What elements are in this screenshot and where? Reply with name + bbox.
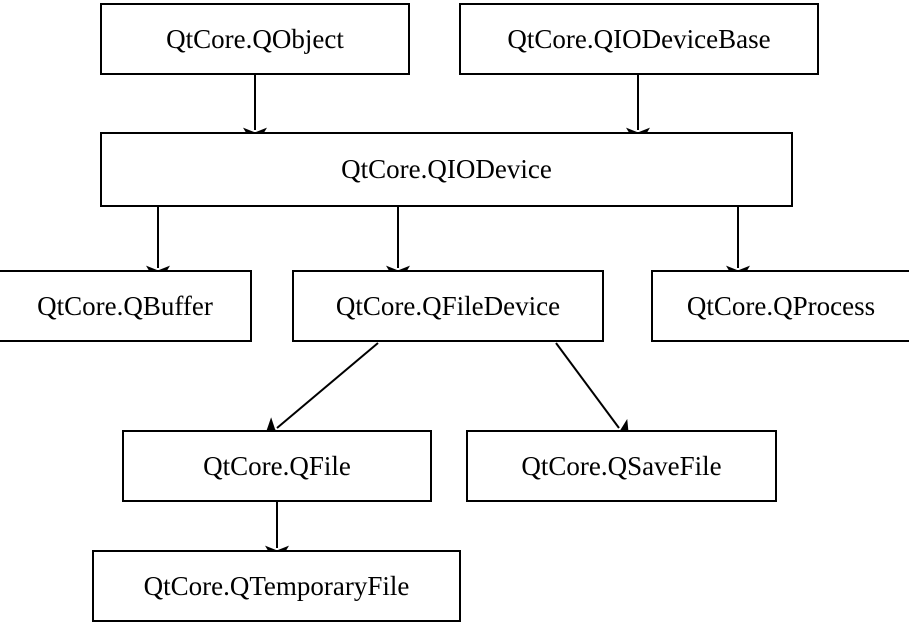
edge-qfiledevice-qfile — [263, 342, 379, 440]
node-label-qiodevicebase: QtCore.QIODeviceBase — [507, 23, 771, 54]
node-qfile[interactable]: QtCore.QFile — [122, 430, 432, 502]
node-qtemporaryfile[interactable]: QtCore.QTemporaryFile — [92, 550, 461, 622]
node-qiodevicebase[interactable]: QtCore.QIODeviceBase — [459, 3, 819, 75]
edge-qfiledevice-qsavefile — [555, 342, 630, 443]
node-label-qprocess: QtCore.QProcess — [686, 290, 876, 321]
node-label-qbuffer: QtCore.QBuffer — [37, 290, 213, 321]
node-qfiledevice[interactable]: QtCore.QFileDevice — [292, 270, 604, 342]
node-label-qtemporaryfile: QtCore.QTemporaryFile — [143, 570, 410, 601]
node-qbuffer[interactable]: QtCore.QBuffer — [0, 270, 252, 342]
node-qiodevice[interactable]: QtCore.QIODevice — [100, 132, 793, 207]
node-qprocess[interactable]: QtCore.QProcess — [651, 270, 909, 342]
node-label-qobject: QtCore.QObject — [166, 23, 344, 54]
node-qobject[interactable]: QtCore.QObject — [100, 3, 410, 75]
node-qsavefile[interactable]: QtCore.QSaveFile — [466, 430, 777, 502]
node-label-qfile: QtCore.QFile — [203, 450, 351, 481]
node-label-qsavefile: QtCore.QSaveFile — [521, 450, 722, 481]
node-label-qfiledevice: QtCore.QFileDevice — [335, 290, 561, 321]
node-label-qiodevice: QtCore.QIODevice — [341, 154, 552, 184]
